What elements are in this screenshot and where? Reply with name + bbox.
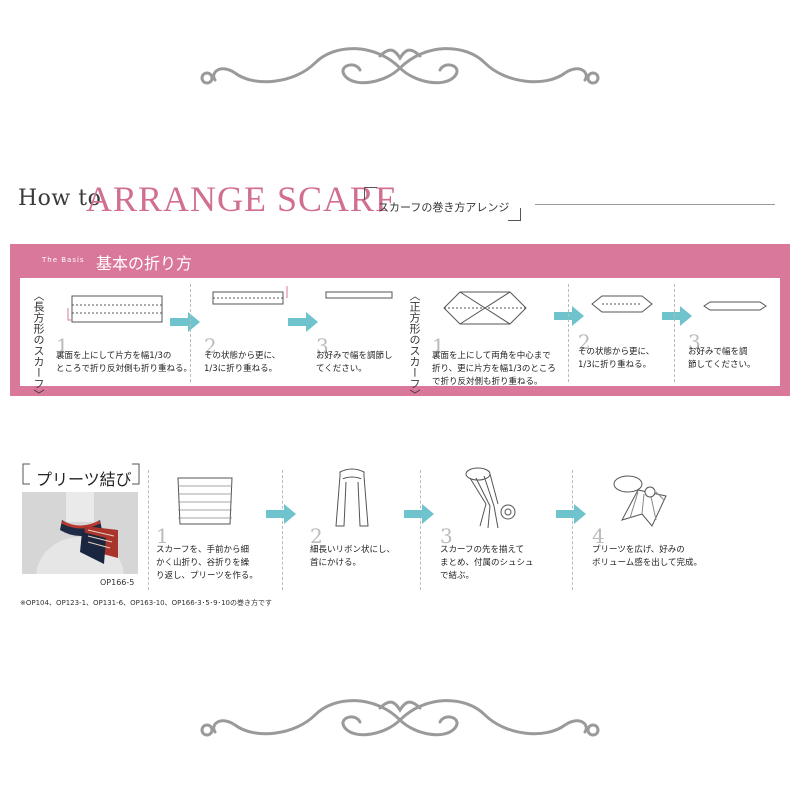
neck-wrap-diagram-icon [335,468,369,527]
right-arrow-icon [170,312,200,332]
square-scarf-label: 〈正方形のスカーフ〉 [408,290,421,400]
bracket-close [508,208,521,221]
how-to-label: How to [18,186,102,211]
pleat-fold-diagram-icon [177,477,233,525]
header-rule [535,204,775,205]
footnote: ※OP104、OP123-1、OP131-6、OP163-10、OP166-3･… [20,599,273,607]
divider [282,470,283,590]
right-arrow-icon [662,306,692,326]
divider [568,284,569,382]
rect-scarf-label: 〈長方形のスカーフ〉 [32,290,45,400]
divider [674,284,675,382]
step-text: お好みで幅を調 節してください。 [688,347,756,370]
basis-header-bar [10,244,790,278]
page-subtitle: スカーフの巻き方アレンジ [378,201,510,214]
right-arrow-icon [288,312,318,332]
divider [190,284,191,382]
step-text: その状態から更に、 1/3に折り重ねる。 [578,347,655,370]
step-text: お好みで幅を調節し てください。 [316,351,393,374]
step-text: 裏面を上にして片方を幅1/3の ところで折り反対側も折り重ねる。 [56,351,193,374]
top-flourish-ornament [200,47,600,85]
step-text: スカーフの先を揃えて まとめ、付属のシュシュ で結ぶ。 [440,545,534,581]
step-number: 4 [592,524,605,548]
right-arrow-icon [266,504,296,524]
step-number: 2 [204,334,217,358]
step-number: 1 [56,334,69,358]
right-arrow-icon [404,504,434,524]
step-number: 3 [688,330,701,354]
step-number: 1 [432,334,445,358]
step-text: その状態から更に、 1/3に折り重ねる。 [204,351,281,374]
product-photo [22,492,138,574]
page-title: ARRANGE SCARF [86,179,397,219]
step-number: 3 [440,524,453,548]
basis-title: 基本の折り方 [96,254,193,273]
step-text: 裏面を上にして両角を中心まで 折り、更に片方を幅1/3のところ で折り反対側も折… [432,351,556,387]
pleats-title: プリーツ結び [36,470,132,489]
divider [572,470,573,590]
step-number: 2 [310,524,323,548]
right-arrow-icon [554,306,584,326]
step-text: プリーツを広げ、好みの ボリューム感を出して完成。 [592,545,702,568]
fold-diagram-icon [443,291,527,325]
fold-diagram-icon [591,295,653,313]
step-number: 2 [578,330,591,354]
step-text: 細長いリボン状にし、 首にかける。 [310,545,396,568]
step-number: 3 [316,334,329,358]
fold-diagram-icon [212,286,288,305]
fold-diagram-icon [67,295,163,323]
bottom-flourish-ornament [200,699,600,737]
basis-tag: The Basis [42,256,85,264]
right-arrow-icon [556,504,586,524]
step-text: スカーフを、手前から細 かく山折り、谷折りを繰 り返し、プリーツを作る。 [156,545,258,581]
fold-diagram-icon [703,301,767,311]
product-code: OP166-5 [100,578,135,587]
bracket-left-icon [22,463,30,485]
divider [420,470,421,590]
divider [148,470,149,590]
chouchou-tie-diagram-icon [465,467,516,529]
finished-pleats-diagram-icon [613,475,667,527]
bracket-open [364,187,377,200]
fold-diagram-icon [325,291,393,299]
bracket-right-icon [132,463,140,485]
step-number: 1 [156,524,169,548]
